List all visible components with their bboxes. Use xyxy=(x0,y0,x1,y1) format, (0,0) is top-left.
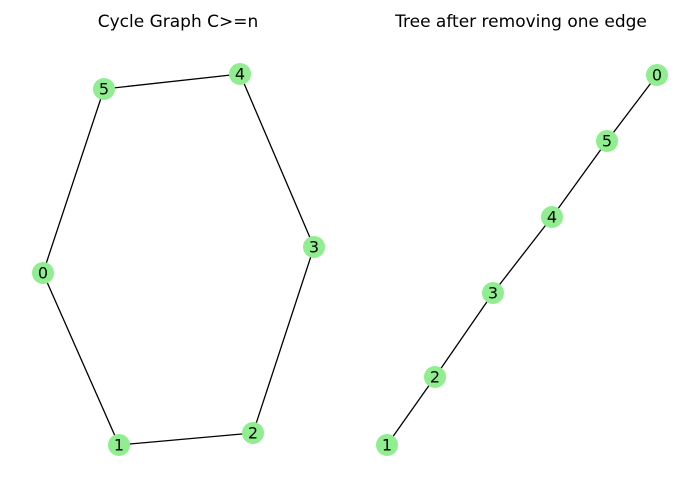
tree-graph-node-5: 5 xyxy=(596,130,618,152)
node-label: 0 xyxy=(38,264,48,283)
node-label: 1 xyxy=(382,436,392,455)
cycle-graph-edge-2-3 xyxy=(252,246,315,434)
node-label: 3 xyxy=(488,284,498,303)
node-circle xyxy=(596,130,618,152)
node-label: 4 xyxy=(547,208,557,227)
node-label: 5 xyxy=(602,132,612,151)
cycle-graph-edge-3-4 xyxy=(239,73,315,248)
tree-graph-edge-3-2 xyxy=(434,292,494,378)
node-circle xyxy=(424,366,446,388)
cycle-graph-edge-4-5 xyxy=(103,73,241,90)
cycle-graph-node-2: 2 xyxy=(242,422,264,444)
tree-graph-node-2: 2 xyxy=(424,366,446,388)
node-circle xyxy=(376,434,398,456)
node-circle xyxy=(93,78,115,100)
cycle-graph-title: Cycle Graph C>=n xyxy=(98,12,259,32)
node-circle xyxy=(541,206,563,228)
cycle-graph-node-0: 0 xyxy=(32,262,54,284)
cycle-graph-panel: Cycle Graph C>=n 0 1 2 3 4 5 xyxy=(32,12,325,456)
cycle-graph-node-4: 4 xyxy=(229,63,251,85)
cycle-graph-edge-5-0 xyxy=(42,88,105,274)
tree-graph-edge-5-4 xyxy=(551,140,608,218)
node-circle xyxy=(229,63,251,85)
node-label: 1 xyxy=(114,436,124,455)
cycle-graph-edge-1-2 xyxy=(118,432,254,446)
node-label: 2 xyxy=(248,424,258,443)
node-label: 4 xyxy=(235,65,245,84)
node-circle xyxy=(303,236,325,258)
node-circle xyxy=(108,434,130,456)
tree-graph-node-4: 4 xyxy=(541,206,563,228)
cycle-graph-edge-0-1 xyxy=(42,272,120,446)
node-label: 0 xyxy=(652,66,662,85)
tree-graph-edge-4-3 xyxy=(492,216,553,294)
node-circle xyxy=(32,262,54,284)
node-circle xyxy=(646,64,668,86)
cycle-graph-node-1: 1 xyxy=(108,434,130,456)
tree-graph-node-1: 1 xyxy=(376,434,398,456)
node-label: 3 xyxy=(309,238,319,257)
tree-graph-edge-0-5 xyxy=(606,74,658,142)
tree-graph-node-3: 3 xyxy=(482,282,504,304)
cycle-graph-node-3: 3 xyxy=(303,236,325,258)
node-label: 5 xyxy=(99,80,109,99)
tree-graph-edge-2-1 xyxy=(386,376,436,446)
tree-graph-title: Tree after removing one edge xyxy=(394,12,647,32)
tree-graph-node-0: 0 xyxy=(646,64,668,86)
cycle-graph-node-5: 5 xyxy=(93,78,115,100)
tree-graph-panel: Tree after removing one edge 0 1 2 3 4 5 xyxy=(376,12,668,456)
node-circle xyxy=(482,282,504,304)
node-circle xyxy=(242,422,264,444)
node-label: 2 xyxy=(430,368,440,387)
